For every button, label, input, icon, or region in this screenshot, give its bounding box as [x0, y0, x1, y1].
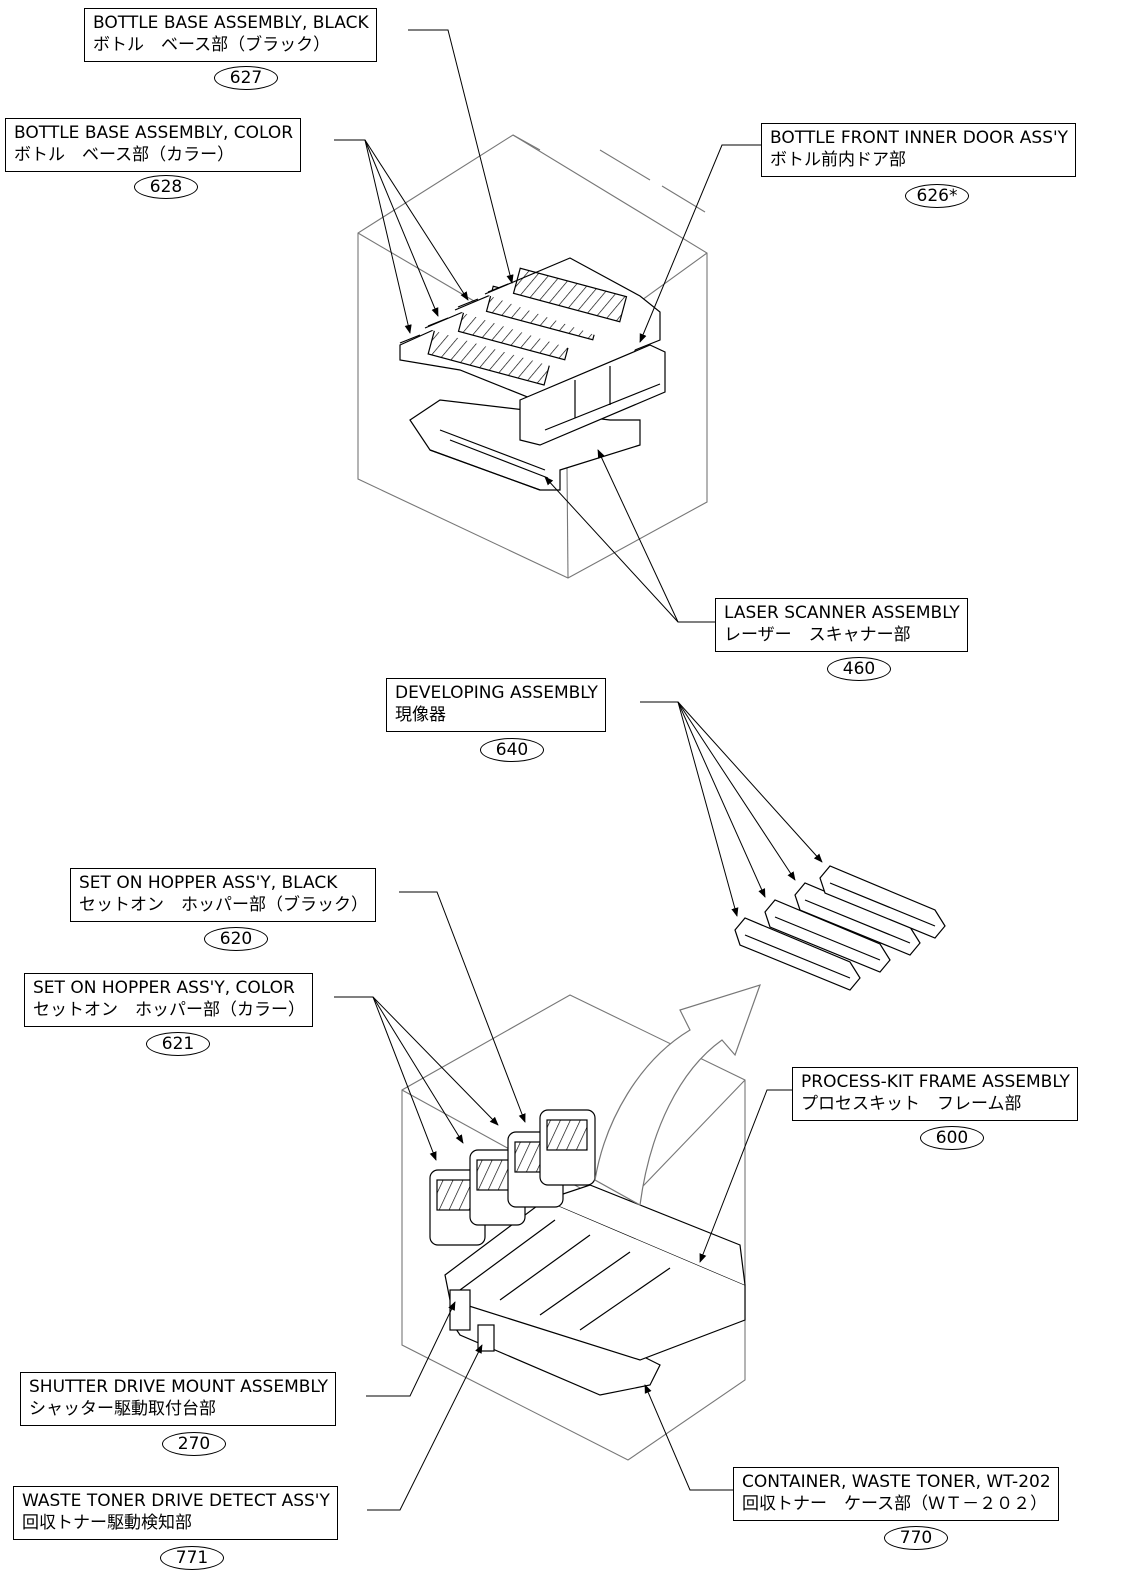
callout-626-number: 626* — [905, 184, 969, 208]
callout-770-number: 770 — [884, 1526, 948, 1550]
callout-270-number: 270 — [162, 1432, 226, 1456]
callout-628-jp: ボトル ベース部（カラー） — [14, 145, 235, 165]
removal-direction-arrow — [594, 984, 761, 1206]
callout-621-en: SET ON HOPPER ASS'Y, COLOR — [33, 978, 295, 998]
callout-620-jp: セットオン ホッパー部（ブラック） — [79, 895, 368, 915]
callout-770-label: CONTAINER, WASTE TONER, WT-202 回収トナー ケース… — [733, 1467, 1059, 1521]
callout-771-label: WASTE TONER DRIVE DETECT ASS'Y 回収トナー駆動検知… — [13, 1486, 338, 1540]
callout-270-en: SHUTTER DRIVE MOUNT ASSEMBLY — [29, 1377, 329, 1397]
callout-627-jp: ボトル ベース部（ブラック） — [93, 35, 331, 55]
callout-640-jp: 現像器 — [395, 705, 446, 725]
callout-460-number: 460 — [827, 657, 891, 681]
callout-626-en: BOTTLE FRONT INNER DOOR ASS'Y — [770, 128, 1069, 148]
callout-460-jp: レーザー スキャナー部 — [724, 625, 911, 645]
callout-270-label: SHUTTER DRIVE MOUNT ASSEMBLY シャッター駆動取付台部 — [20, 1372, 337, 1426]
callout-628-number: 628 — [134, 175, 198, 199]
top-assembly-drawing — [399, 257, 666, 491]
developing-units-drawing — [734, 865, 946, 991]
callout-460-label: LASER SCANNER ASSEMBLY レーザー スキャナー部 — [715, 598, 968, 652]
callout-628-label: BOTTLE BASE ASSEMBLY, COLOR ボトル ベース部（カラー… — [5, 118, 302, 172]
callout-460-en: LASER SCANNER ASSEMBLY — [724, 603, 960, 623]
callout-770-jp: 回収トナー ケース部（ＷＴ－２０２） — [742, 1494, 1048, 1514]
callout-270-jp: シャッター駆動取付台部 — [29, 1399, 216, 1419]
callout-770-en: CONTAINER, WASTE TONER, WT-202 — [742, 1472, 1051, 1492]
callout-600-jp: プロセスキット フレーム部 — [801, 1094, 1022, 1114]
callout-771-en: WASTE TONER DRIVE DETECT ASS'Y — [22, 1491, 330, 1511]
callout-626-jp: ボトル前内ドア部 — [770, 150, 906, 170]
callout-640-label: DEVELOPING ASSEMBLY 現像器 — [386, 678, 606, 732]
callout-771-number: 771 — [160, 1546, 224, 1570]
callout-627-label: BOTTLE BASE ASSEMBLY, BLACK ボトル ベース部（ブラッ… — [84, 8, 377, 62]
callout-640-en: DEVELOPING ASSEMBLY — [395, 683, 598, 703]
callout-627-number: 627 — [214, 66, 278, 90]
callout-627-en: BOTTLE BASE ASSEMBLY, BLACK — [93, 13, 369, 33]
callout-620-number: 620 — [204, 927, 268, 951]
callout-640-number: 640 — [480, 738, 544, 762]
callout-628-en: BOTTLE BASE ASSEMBLY, COLOR — [14, 123, 294, 143]
callout-620-label: SET ON HOPPER ASS'Y, BLACK セットオン ホッパー部（ブ… — [70, 868, 376, 922]
callout-621-label: SET ON HOPPER ASS'Y, COLOR セットオン ホッパー部（カ… — [24, 973, 313, 1027]
callout-626-label: BOTTLE FRONT INNER DOOR ASS'Y ボトル前内ドア部 — [761, 123, 1077, 177]
callout-621-jp: セットオン ホッパー部（カラー） — [33, 1000, 305, 1020]
bottom-assembly-drawing — [429, 1109, 746, 1396]
callout-600-number: 600 — [920, 1126, 984, 1150]
callout-771-jp: 回収トナー駆動検知部 — [22, 1513, 192, 1533]
callout-600-label: PROCESS-KIT FRAME ASSEMBLY プロセスキット フレーム部 — [792, 1067, 1078, 1121]
callout-600-en: PROCESS-KIT FRAME ASSEMBLY — [801, 1072, 1070, 1092]
callout-621-number: 621 — [146, 1032, 210, 1056]
leader-lines — [334, 29, 823, 1511]
callout-620-en: SET ON HOPPER ASS'Y, BLACK — [79, 873, 338, 893]
